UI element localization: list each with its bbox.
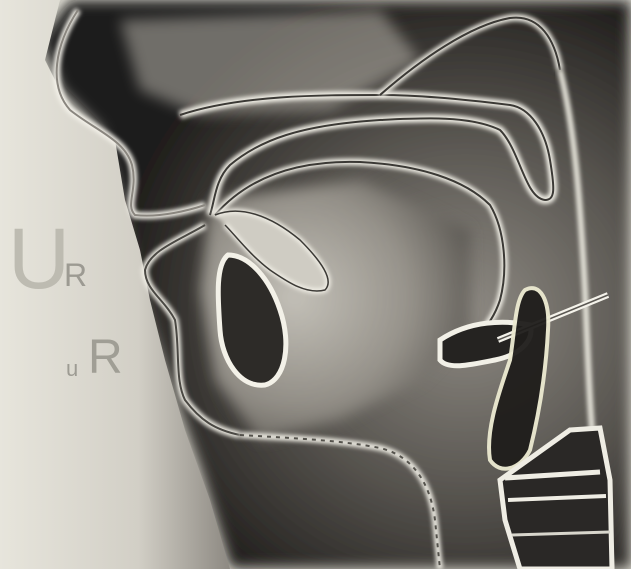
label-small-r: R (64, 259, 87, 291)
label-big-u: U (8, 216, 68, 302)
label-small-u: u (66, 358, 78, 380)
label-big-r: R (88, 334, 121, 382)
